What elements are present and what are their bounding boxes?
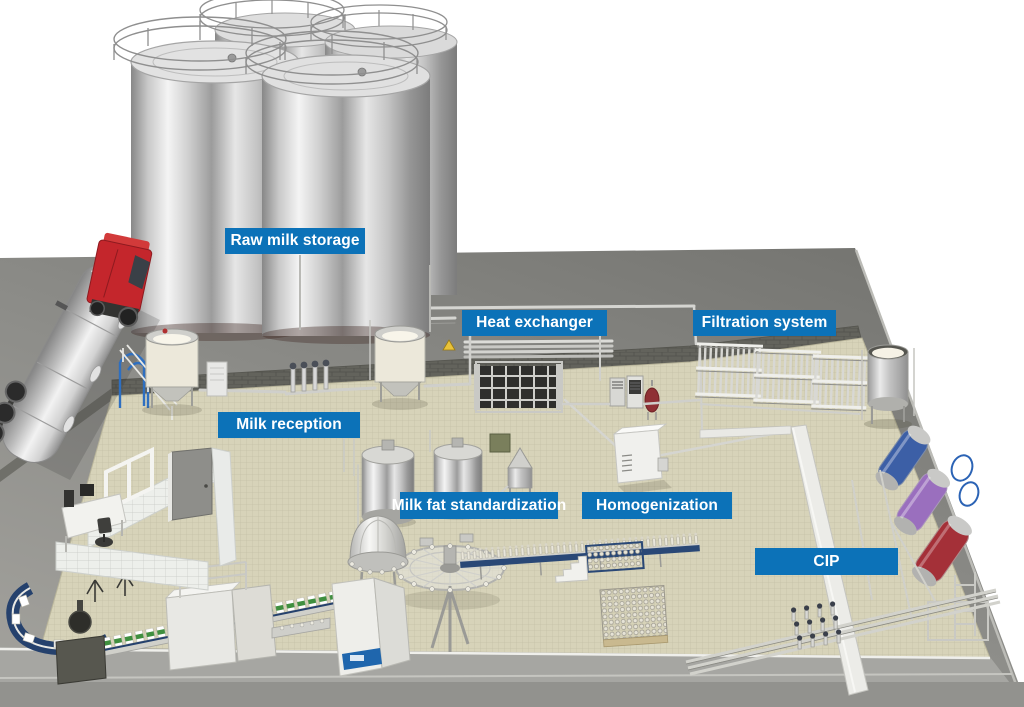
filler-monoblock xyxy=(331,577,411,677)
office-right-wall xyxy=(211,447,237,567)
separator xyxy=(507,447,533,498)
rinser-dome xyxy=(347,515,409,601)
filtration-module xyxy=(811,354,869,412)
packaging-line xyxy=(6,561,411,685)
reception-tank-right xyxy=(369,320,428,410)
monitor xyxy=(80,484,94,496)
label-heat-exchanger: Heat exchanger xyxy=(462,310,607,336)
reception-tank-left xyxy=(142,328,202,416)
heat-exchanger-unit xyxy=(442,339,701,420)
floor-valve-manifold xyxy=(791,601,842,650)
reception-cabinet xyxy=(206,361,228,397)
packaging-machines xyxy=(164,561,331,671)
milk-buffer-tank xyxy=(861,344,915,429)
step-accumulator xyxy=(555,555,589,583)
cabinet-lines xyxy=(210,367,224,381)
label-milk-reception: Milk reception xyxy=(218,412,360,438)
floor-curb xyxy=(0,647,991,660)
office-door xyxy=(171,447,213,521)
pc-tower xyxy=(64,490,74,507)
apron-front xyxy=(0,682,1024,707)
reception-valve-manifold xyxy=(284,359,336,396)
silo-front-right xyxy=(245,30,431,344)
apron-line xyxy=(0,673,1013,679)
filtration-module xyxy=(695,342,764,400)
filtration-skid xyxy=(695,342,869,415)
office-desk xyxy=(61,493,127,552)
floor-pipework xyxy=(685,588,1001,676)
expansion-vessel xyxy=(644,380,660,420)
door-frame xyxy=(168,452,172,522)
cip-tank-purple xyxy=(893,468,951,536)
office-chair xyxy=(95,517,113,547)
door-handle xyxy=(204,484,208,488)
label-raw-milk-storage: Raw milk storage xyxy=(225,228,365,254)
raw-milk-silos xyxy=(113,0,458,344)
infeed-machine xyxy=(55,600,107,685)
office-front-wall xyxy=(55,541,209,591)
floor-pipes xyxy=(685,588,1001,676)
warning-sign xyxy=(442,339,456,351)
cip-hose-loops xyxy=(950,454,980,507)
label-homogenization: Homogenization xyxy=(582,492,732,519)
cip-station xyxy=(851,425,989,641)
cip-frame xyxy=(927,572,989,641)
filtration-module xyxy=(753,348,822,406)
standardization-panel xyxy=(489,433,511,453)
homogenizer-unit xyxy=(612,423,672,494)
bottle-pallet xyxy=(599,585,669,648)
cip-pipework xyxy=(851,469,941,621)
label-milk-fat-standardization: Milk fat standardization xyxy=(392,492,566,519)
label-cip: CIP xyxy=(755,548,898,575)
label-filtration-system: Filtration system xyxy=(693,310,836,336)
truck-cab xyxy=(86,232,153,327)
control-cabinets xyxy=(609,375,644,409)
bottle-accumulation xyxy=(555,541,669,648)
cip-tank-red xyxy=(912,515,972,587)
milk-reception-area xyxy=(142,320,428,416)
office-cabin xyxy=(55,446,237,591)
